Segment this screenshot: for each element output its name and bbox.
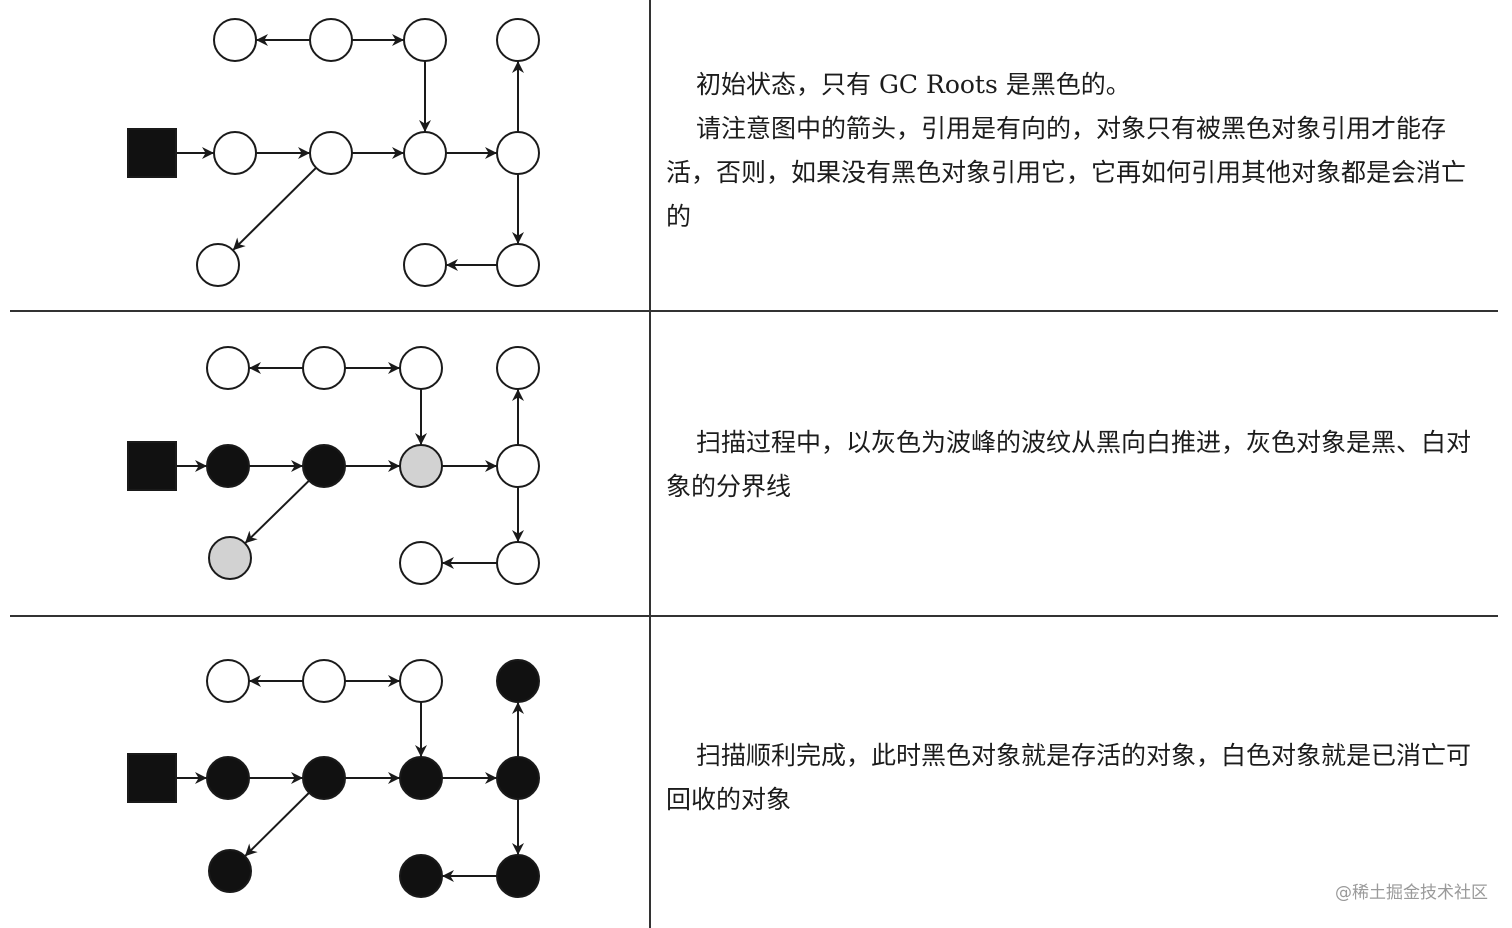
object-node-h: [399, 756, 443, 800]
row-2-description: 扫描过程中，以灰色为波峰的波纹从黑向白推进，灰色对象是黑、白对象的分界线: [666, 421, 1486, 509]
object-node-e: [496, 659, 540, 703]
object-node-k: [403, 243, 447, 287]
object-node-g: [302, 756, 346, 800]
graph-row-1: [127, 18, 540, 287]
row-3-paragraph-1: 扫描顺利完成，此时黑色对象就是存活的对象，白色对象就是已消亡可回收的对象: [666, 741, 1472, 814]
row-3-description: 扫描顺利完成，此时黑色对象就是存活的对象，白色对象就是已消亡可回收的对象: [666, 734, 1486, 822]
object-node-j: [208, 849, 252, 893]
object-node-b: [206, 346, 250, 390]
object-node-l: [496, 243, 540, 287]
gc-root-square: [127, 753, 177, 803]
object-node-k: [399, 854, 443, 898]
graph-row-3: [127, 659, 540, 898]
row-2-paragraph-1: 扫描过程中，以灰色为波峰的波纹从黑向白推进，灰色对象是黑、白对象的分界线: [666, 428, 1472, 501]
object-node-d: [399, 346, 443, 390]
object-node-i: [496, 756, 540, 800]
object-node-i: [496, 444, 540, 488]
object-node-j: [208, 536, 252, 580]
object-node-c: [302, 659, 346, 703]
object-node-d: [403, 18, 447, 62]
watermark: @稀土掘金技术社区: [1335, 883, 1488, 903]
graph-row-2: [127, 346, 540, 585]
object-node-e: [496, 18, 540, 62]
object-node-c: [309, 18, 353, 62]
object-node-f: [206, 756, 250, 800]
gc-root-square: [127, 441, 177, 491]
object-node-k: [399, 541, 443, 585]
object-node-g: [309, 131, 353, 175]
object-node-b: [206, 659, 250, 703]
edge-g-to-j: [244, 479, 310, 545]
object-node-i: [496, 131, 540, 175]
object-node-g: [302, 444, 346, 488]
edge-g-to-j: [244, 792, 310, 857]
gc-root-square: [127, 128, 177, 178]
object-node-b: [213, 18, 257, 62]
object-node-l: [496, 541, 540, 585]
object-node-l: [496, 854, 540, 898]
object-node-e: [496, 346, 540, 390]
object-node-f: [206, 444, 250, 488]
row-1-description: 初始状态，只有 GC Roots 是黑色的。 请注意图中的箭头，引用是有向的，对…: [666, 63, 1486, 239]
edge-g-to-j: [232, 167, 317, 251]
object-node-j: [196, 243, 240, 287]
object-node-h: [399, 444, 443, 488]
object-node-c: [302, 346, 346, 390]
table-grid-lines: [10, 0, 1498, 928]
row-1-paragraph-1: 初始状态，只有 GC Roots 是黑色的。: [696, 70, 1131, 99]
object-node-f: [213, 131, 257, 175]
object-node-h: [403, 131, 447, 175]
row-1-paragraph-2: 请注意图中的箭头，引用是有向的，对象只有被黑色对象引用才能存活，否则，如果没有黑…: [666, 114, 1467, 231]
object-node-d: [399, 659, 443, 703]
